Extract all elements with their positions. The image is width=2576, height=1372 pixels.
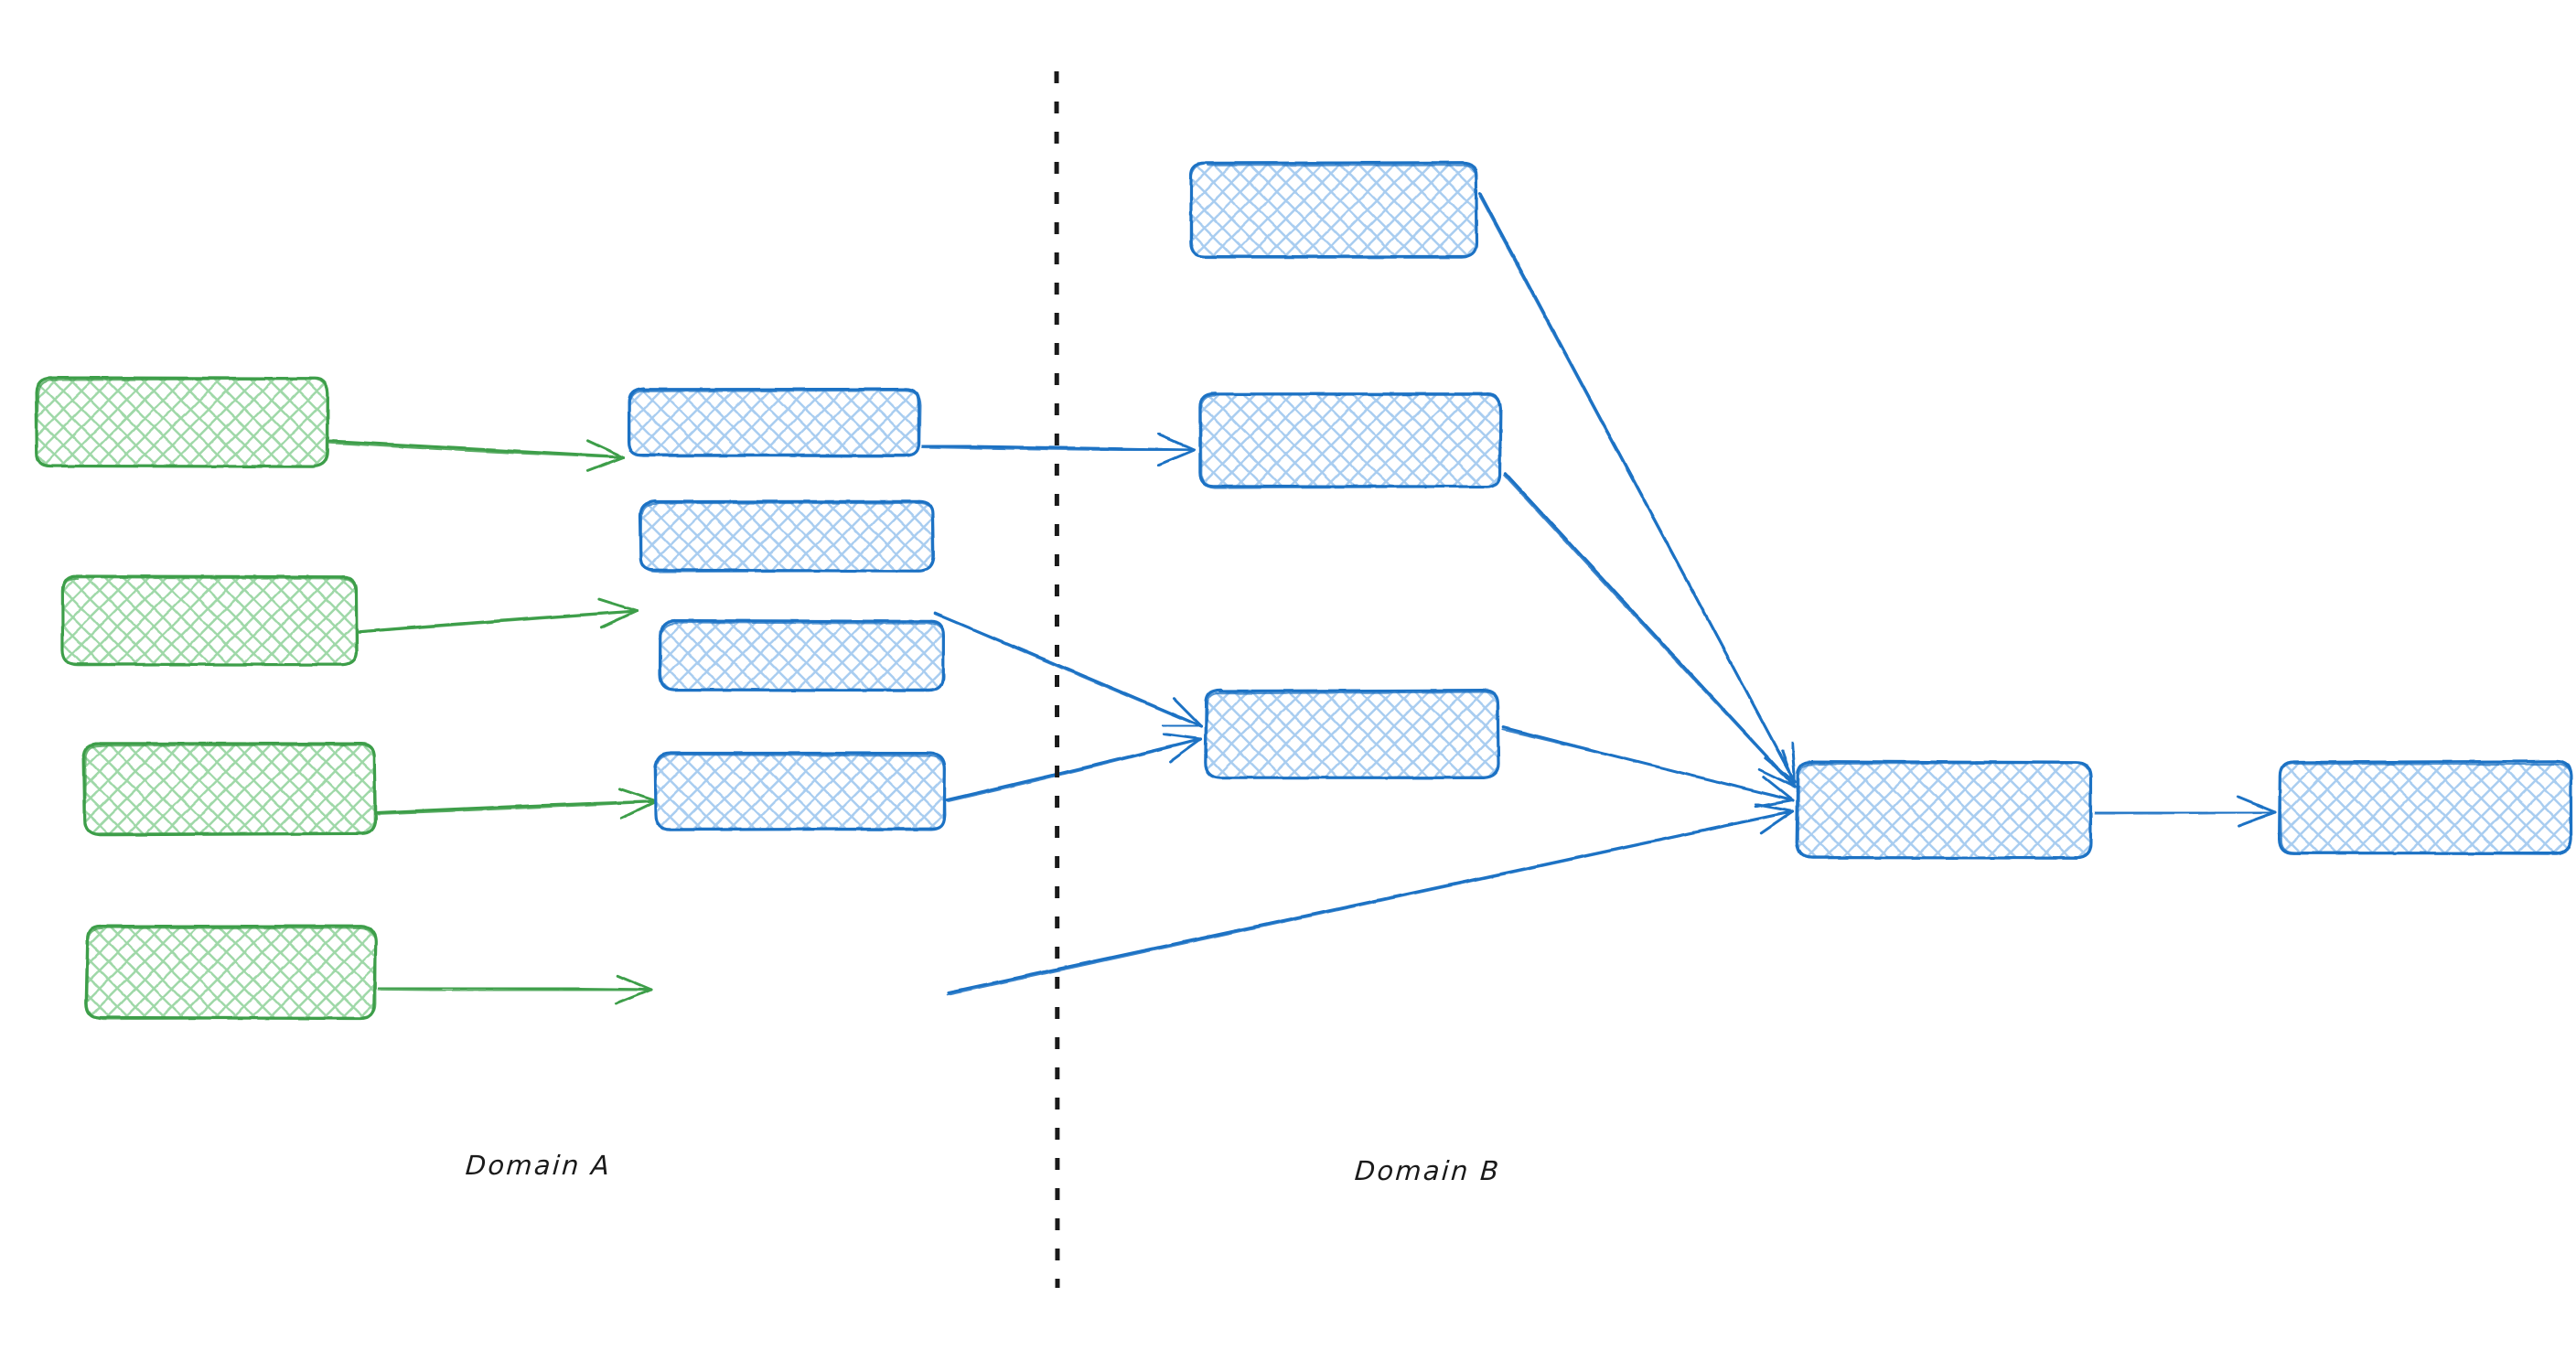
node-e1[interactable] (2278, 759, 2573, 855)
edge-b1-c2 (921, 433, 1196, 466)
node-b2[interactable] (638, 499, 936, 573)
edge-c1-d1 (1478, 192, 1797, 784)
node-a1[interactable] (34, 376, 329, 468)
edge-b3-c3 (945, 732, 1203, 803)
node-a2[interactable] (60, 574, 359, 667)
edge-a1-b1 (328, 439, 626, 473)
edge-a3-b3 (376, 787, 659, 820)
node-c1[interactable] (1189, 161, 1479, 259)
edge-b4-d1 (947, 803, 1795, 996)
domain-a-label: Domain A (464, 1150, 613, 1181)
edge-c2-d1 (1503, 471, 1797, 788)
node-c3[interactable] (1204, 688, 1500, 779)
edges-layer (328, 192, 2277, 1005)
edge-d1-e1 (2094, 796, 2277, 828)
node-b1[interactable] (627, 387, 922, 458)
node-c2[interactable] (1198, 391, 1502, 489)
edge-a4-b4 (378, 973, 653, 1005)
node-a3[interactable] (82, 742, 377, 837)
edge-c3-d1 (1501, 725, 1795, 809)
node-d1[interactable] (1795, 759, 2093, 860)
nodes-layer (34, 161, 2573, 1021)
edge-a2-b2 (358, 597, 639, 634)
node-b4[interactable] (653, 751, 947, 831)
domain-b-label: Domain B (1353, 1155, 1502, 1186)
edge-b2-c3 (933, 612, 1203, 728)
node-b3[interactable] (658, 618, 945, 692)
node-a4[interactable] (84, 925, 378, 1021)
